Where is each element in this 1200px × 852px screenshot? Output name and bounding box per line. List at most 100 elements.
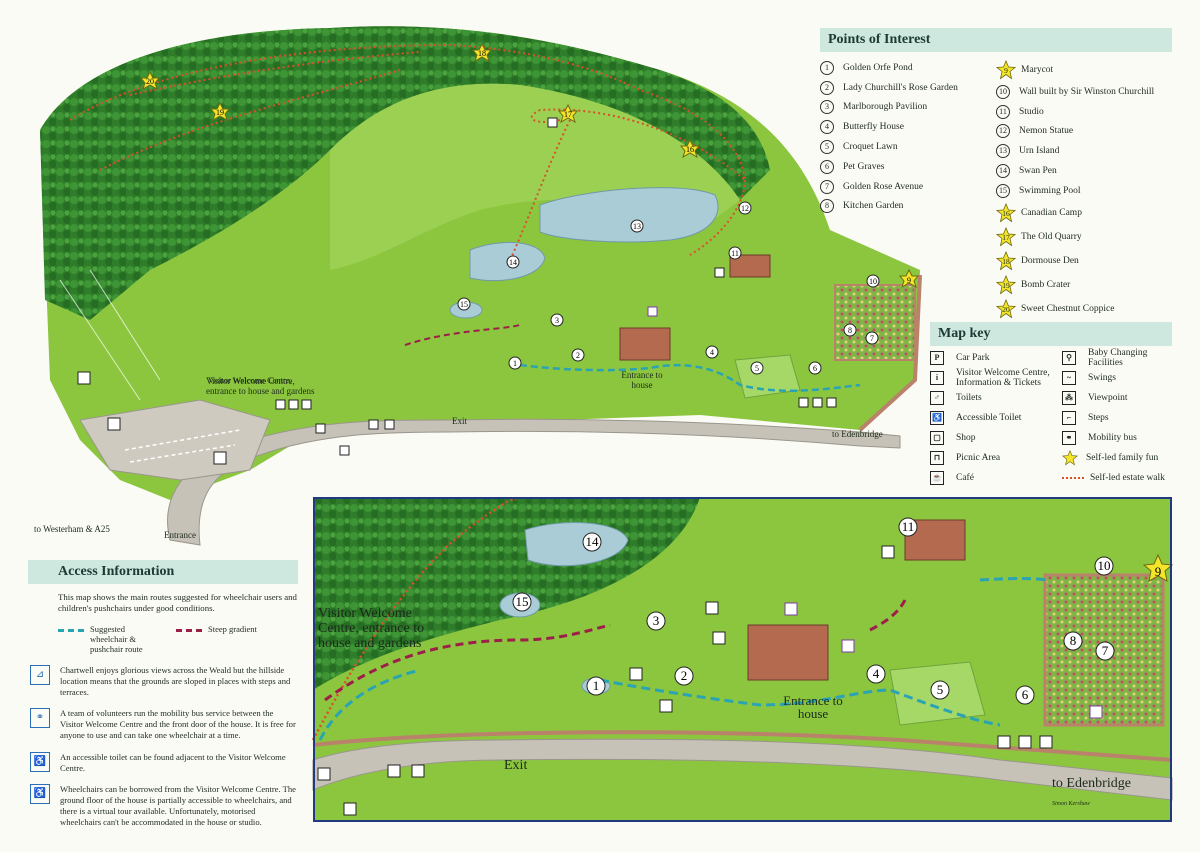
svg-text:3: 3 [555, 316, 559, 325]
marker-5[interactable]: 5 [750, 361, 764, 375]
car-park-icon [107, 417, 121, 431]
inset-boundary-wall [312, 730, 1173, 762]
entrance-to-house-label: Entrance to house [621, 370, 663, 390]
map-key-icon: ⚭ [1062, 431, 1076, 445]
wheelchair-route [519, 363, 861, 393]
marker-10[interactable]: 10 [866, 274, 880, 288]
accessible-toilet-icon [1039, 735, 1053, 749]
inset-house [747, 624, 829, 681]
map-key-label: Visitor Welcome Centre, Information & Ti… [956, 368, 1050, 388]
estate-walk-route [69, 43, 747, 261]
map-key-label: Accessible Toilet [956, 413, 1022, 423]
marker-16[interactable]: 16 [679, 138, 701, 159]
steep-gradient-legend: Steep gradient [176, 624, 257, 654]
poi-number: 6 [820, 159, 834, 174]
marker-11[interactable]: 11 [728, 246, 742, 260]
marker-15[interactable]: 15 [457, 297, 471, 311]
shop-icon [384, 419, 395, 430]
poi-label: Urn Island [1019, 146, 1060, 157]
inset-marker-5[interactable]: 5 [930, 680, 950, 700]
svg-text:5: 5 [755, 364, 759, 373]
marker-13[interactable]: 13 [630, 219, 644, 233]
map-key-item: Self-led estate walk [1062, 468, 1174, 488]
accessible-toilet-icon [288, 399, 299, 410]
poi-number: 1 [820, 60, 834, 75]
to-westerham-label: to Westerham & A25 [34, 524, 110, 534]
family-fun-star-icon [1061, 449, 1079, 466]
marker-12[interactable]: 12 [738, 201, 752, 215]
poi-number: 3 [820, 100, 834, 115]
viewpoint-icon [841, 639, 855, 653]
marker-14[interactable]: 14 [506, 255, 520, 269]
svg-text:2: 2 [681, 668, 688, 683]
inset-marker-3[interactable]: 3 [646, 611, 666, 631]
inset-marker-6[interactable]: 6 [1015, 685, 1035, 705]
marker-17[interactable]: 17 [557, 103, 579, 124]
marker-8[interactable]: 8 [843, 323, 857, 337]
marker-6[interactable]: 6 [808, 361, 822, 375]
poi-label: Butterfly House [843, 122, 904, 133]
marker-4[interactable]: 4 [705, 345, 719, 359]
svg-text:4: 4 [710, 348, 714, 357]
map-key-label: Steps [1088, 413, 1109, 423]
svg-text:16: 16 [686, 145, 694, 154]
map-key-label: Shop [956, 433, 976, 443]
map-key-icon: ▢ [930, 431, 944, 445]
inset-marker-10[interactable]: 10 [1094, 556, 1114, 576]
map-key-label: Car Park [956, 353, 990, 363]
inset-marker-9[interactable]: 9 [1142, 553, 1174, 582]
map-key-label: Toilets [956, 393, 982, 403]
inset-marker-14[interactable]: 14 [582, 532, 602, 552]
svg-text:8: 8 [848, 326, 852, 335]
inset-marker-4[interactable]: 4 [866, 664, 886, 684]
map-key-item: ♿Accessible Toilet [930, 408, 1062, 428]
marker-1[interactable]: 1 [508, 356, 522, 370]
svg-text:11: 11 [731, 249, 739, 258]
inset-marker-1[interactable]: 1 [586, 676, 606, 696]
inset-to-edenbridge-label: to Edenbridge [1052, 776, 1131, 791]
cafe-icon [339, 445, 350, 456]
marker-9[interactable]: 9 [898, 268, 920, 289]
inset-wheelchair-route [318, 577, 1046, 741]
map-key-icon: ☕ [930, 471, 944, 485]
marker-2[interactable]: 2 [571, 348, 585, 362]
map-key-item: ⊓Picnic Area [930, 448, 1062, 468]
inset-marker-2[interactable]: 2 [674, 666, 694, 686]
access-paragraph: ⚭A team of volunteers run the mobility b… [30, 708, 298, 740]
marker-19[interactable]: 19 [209, 101, 231, 122]
picnic-area-icon [77, 371, 91, 385]
marker-18[interactable]: 18 [471, 42, 493, 63]
access-text: A team of volunteers run the mobility bu… [60, 708, 296, 740]
inset-facility-icons [317, 545, 1103, 816]
marker-7[interactable]: 7 [865, 331, 879, 345]
cafe-icon [343, 802, 357, 816]
inset-marker-11[interactable]: 11 [898, 517, 918, 537]
access-paragraph: ⊿Chartwell enjoys glorious views across … [30, 665, 298, 697]
viewpoint-icon [1089, 705, 1103, 719]
poi-number: 19 [1002, 280, 1010, 290]
svg-text:14: 14 [586, 534, 600, 549]
inset-marker-7[interactable]: 7 [1095, 641, 1115, 661]
toilets-icon [368, 419, 379, 430]
inset-marker-15[interactable]: 15 [512, 592, 532, 612]
marker-3[interactable]: 3 [550, 313, 564, 327]
map-key-icon: ⁂ [1062, 391, 1076, 405]
map-key-icon: ⌐ [1062, 411, 1076, 425]
marker-20[interactable]: 20 [139, 70, 161, 91]
svg-text:9: 9 [1155, 564, 1162, 579]
poi-label: Sweet Chestnut Coppice [1021, 303, 1115, 314]
inset-marker-8[interactable]: 8 [1063, 631, 1083, 651]
boundary-wall [858, 274, 922, 432]
poi-label: Dormouse Den [1021, 255, 1079, 266]
poi-label: Kitchen Garden [843, 201, 904, 212]
